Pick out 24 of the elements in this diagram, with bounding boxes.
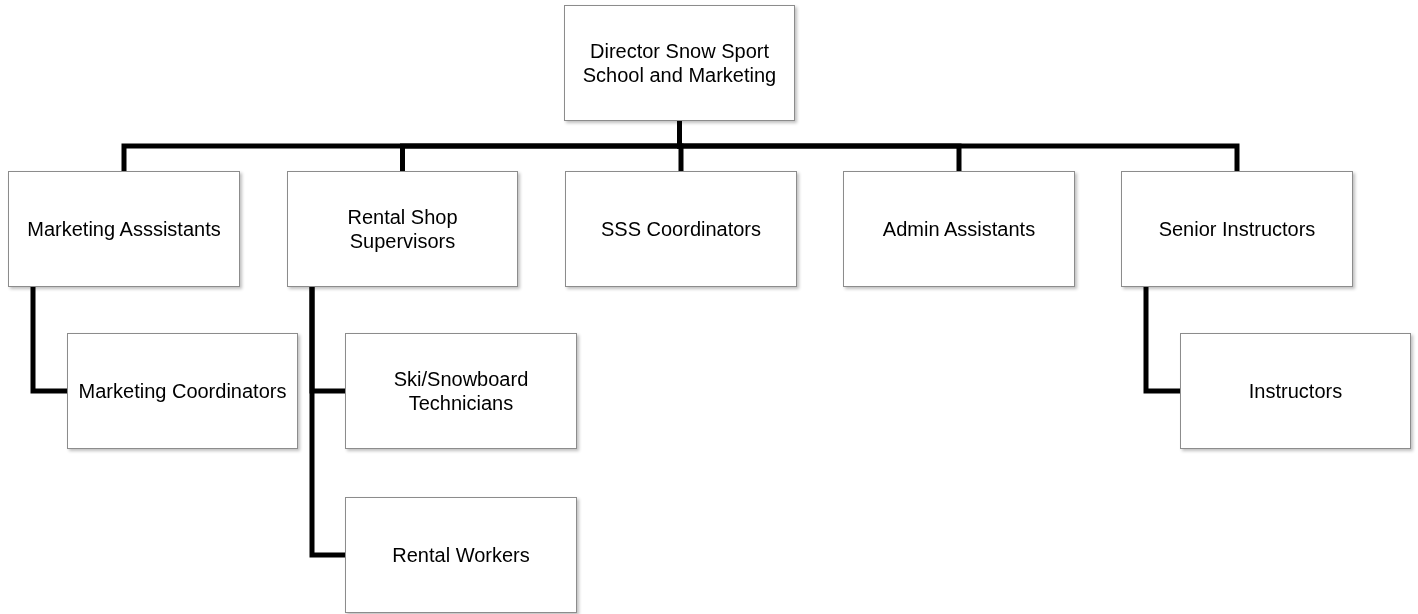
role-label: Director Snow Sport School and Marketing bbox=[581, 39, 778, 87]
org-box bbox=[67, 333, 298, 449]
role-label: Ski/Snowboard Technicians bbox=[392, 367, 530, 415]
connector-line bbox=[30, 287, 67, 394]
role-label: Rental Shop Supervisors bbox=[346, 205, 459, 253]
connector-line bbox=[677, 121, 1240, 171]
connector-line bbox=[309, 287, 345, 558]
org-box bbox=[1121, 171, 1353, 287]
role-label: Instructors bbox=[1247, 379, 1344, 403]
connector-line bbox=[1143, 287, 1180, 394]
org-box bbox=[564, 5, 795, 121]
role-label: Admin Assistants bbox=[881, 217, 1037, 241]
role-label: Rental Workers bbox=[391, 543, 531, 567]
org-box bbox=[287, 171, 518, 287]
org-box bbox=[1180, 333, 1411, 449]
role-label: Senior Instructors bbox=[1157, 217, 1317, 241]
org-box bbox=[565, 171, 797, 287]
role-label: Marketing Asssistants bbox=[26, 217, 222, 241]
org-box bbox=[345, 333, 577, 449]
role-label: Marketing Coordinators bbox=[77, 379, 288, 403]
org-box bbox=[8, 171, 240, 287]
role-label: SSS Coordinators bbox=[599, 217, 763, 241]
org-box bbox=[345, 497, 577, 613]
org-box bbox=[843, 171, 1075, 287]
